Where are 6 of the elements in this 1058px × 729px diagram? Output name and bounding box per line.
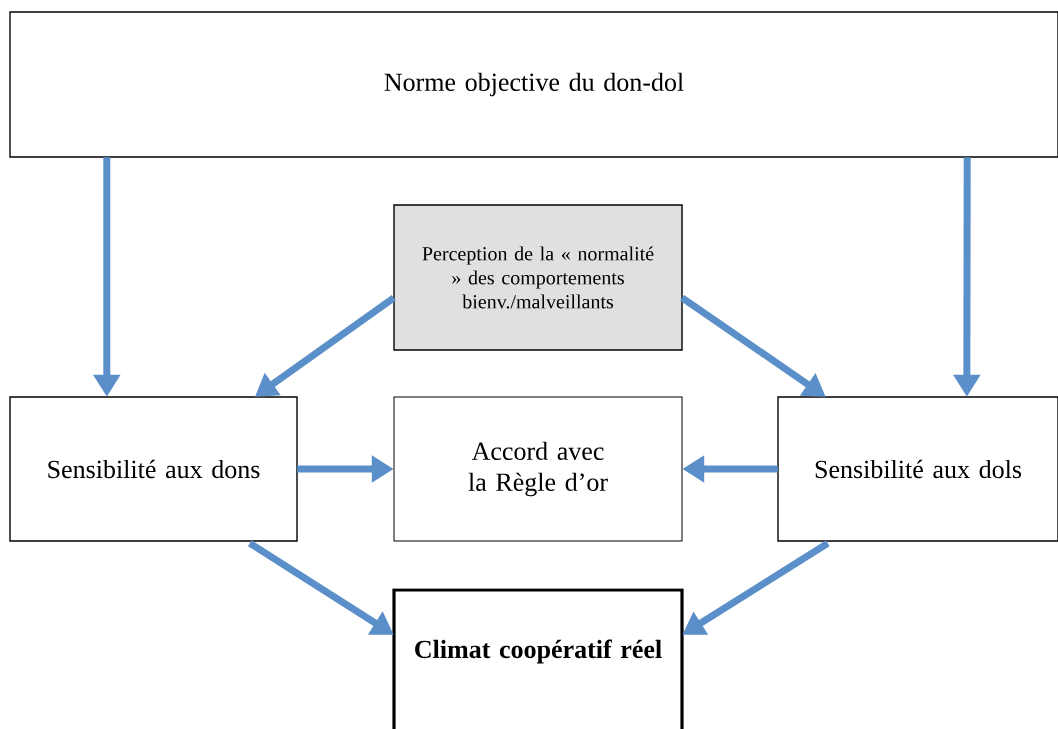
concept-box: Sensibilité aux dons (9, 396, 298, 542)
perception-box: Perception de la « normalité » des comportements bienv./malveillants (393, 204, 683, 351)
concept-box: Accord avec la Règle d’or (393, 396, 683, 542)
concept-box: Sensibilité aux dols (777, 396, 1058, 542)
norm-box: Norme objective du don-dol (9, 11, 1058, 158)
outcome-box: Climat coopératif réel (392, 588, 684, 729)
